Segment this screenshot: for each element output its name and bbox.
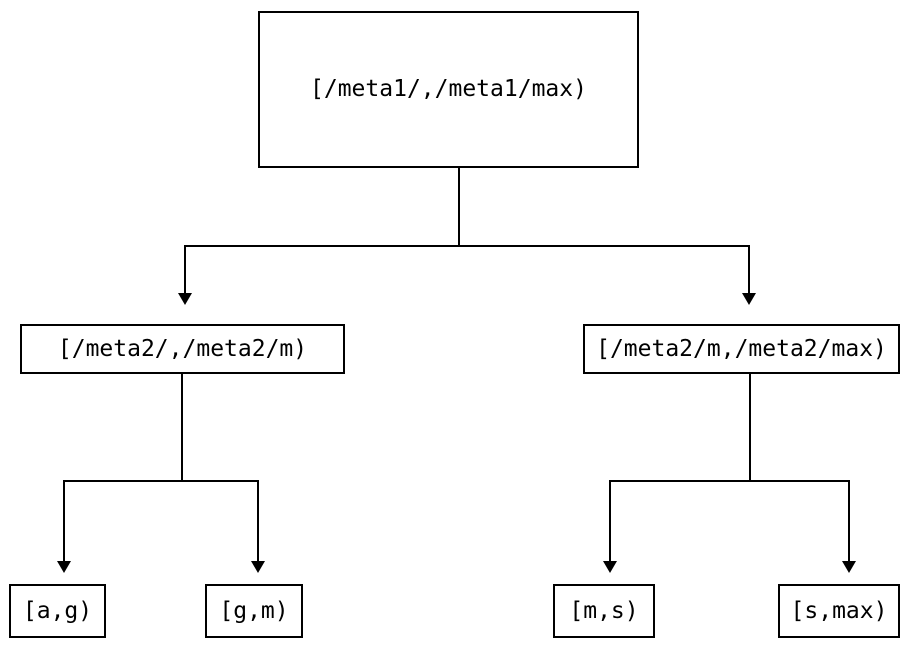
edge-left-drop-b xyxy=(257,480,259,561)
tree-node-leaf-gm-label: [g,m) xyxy=(219,597,289,624)
edge-right-drop-a xyxy=(609,480,611,561)
tree-node-leaf-smax: [s,max) xyxy=(778,584,900,638)
tree-node-meta2-upper: [/meta2/m,/meta2/max) xyxy=(583,324,900,374)
arrowhead-icon-to-meta2-upper xyxy=(742,293,756,305)
edge-root-drop-left xyxy=(184,245,186,293)
edge-root-stem xyxy=(458,168,460,247)
edge-right-stem xyxy=(749,374,751,482)
tree-node-root-label: [/meta1/,/meta1/max) xyxy=(310,76,587,102)
arrowhead-icon-to-leaf-ms xyxy=(603,561,617,573)
arrowhead-icon-to-leaf-gm xyxy=(251,561,265,573)
edge-root-drop-right xyxy=(748,245,750,293)
tree-node-meta2-lower-label: [/meta2/,/meta2/m) xyxy=(57,335,308,362)
edge-left-stem xyxy=(181,374,183,482)
edge-root-split-bar xyxy=(184,245,750,247)
tree-node-root: [/meta1/,/meta1/max) xyxy=(258,11,639,168)
tree-node-leaf-ms-label: [m,s) xyxy=(569,597,639,624)
edge-right-split-bar xyxy=(609,480,850,482)
arrowhead-icon-to-leaf-ag xyxy=(57,561,71,573)
edge-left-split-bar xyxy=(63,480,259,482)
tree-node-meta2-lower: [/meta2/,/meta2/m) xyxy=(20,324,345,374)
tree-node-leaf-smax-label: [s,max) xyxy=(790,597,888,624)
arrowhead-icon-to-meta2-lower xyxy=(178,293,192,305)
tree-node-leaf-ms: [m,s) xyxy=(553,584,655,638)
tree-node-leaf-gm: [g,m) xyxy=(205,584,303,638)
tree-node-leaf-ag: [a,g) xyxy=(9,584,106,638)
edge-right-drop-b xyxy=(848,480,850,561)
tree-node-meta2-upper-label: [/meta2/m,/meta2/max) xyxy=(596,335,887,362)
arrowhead-icon-to-leaf-smax xyxy=(842,561,856,573)
edge-left-drop-a xyxy=(63,480,65,561)
tree-node-leaf-ag-label: [a,g) xyxy=(22,597,93,624)
